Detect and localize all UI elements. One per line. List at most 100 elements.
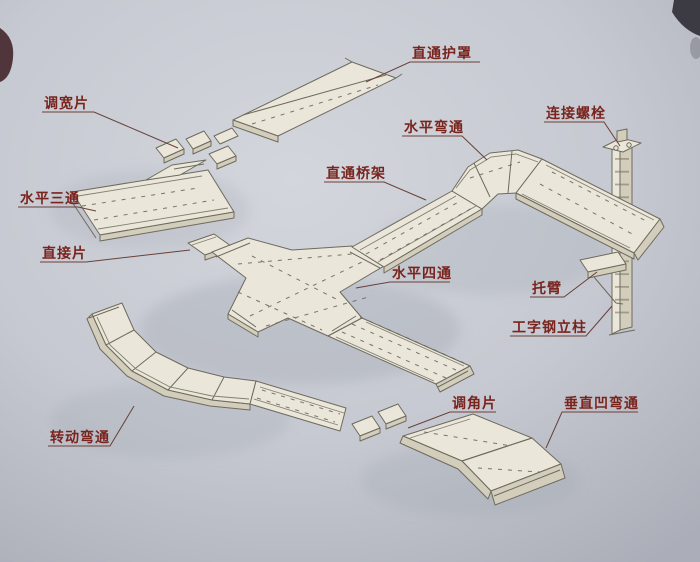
rotating-bend-opening — [88, 306, 120, 319]
tee-rail — [77, 175, 203, 197]
bracket-arm-brace — [615, 302, 624, 305]
tee-opening-line — [67, 195, 97, 239]
right-run-wall — [515, 192, 635, 260]
label-text: 连接螺栓 — [546, 105, 606, 121]
straight-tray-wall — [383, 208, 483, 274]
corner-smudge-left — [0, 28, 14, 82]
bend-seam — [507, 150, 513, 194]
tee-wall — [99, 211, 235, 242]
label-bracket-arm: 托臂 — [530, 271, 598, 298]
bottom-run-dash — [261, 389, 341, 415]
label-horizontal-tee: 水平三通 — [18, 190, 97, 212]
leader-line — [402, 135, 488, 161]
leader-line — [545, 411, 638, 449]
cover-tab — [344, 57, 353, 63]
label-text: 水平四通 — [392, 265, 452, 281]
right-run-rail — [545, 164, 655, 221]
bottom-run-tray — [249, 380, 347, 432]
rotating-bend-seam — [105, 329, 135, 346]
width-adjust-pieces — [155, 130, 237, 170]
leader-line — [365, 61, 480, 83]
cover-clamp — [213, 127, 239, 145]
cover-tab — [395, 73, 403, 79]
width-piece-wall — [192, 140, 212, 155]
labels-layer: 直通护罩 调宽片 水平三通 直接片 水平弯通 连接螺栓 直通桥架 水平四通 — [18, 45, 639, 449]
right-run-dash — [539, 183, 637, 237]
straight-tray-rail — [359, 195, 457, 251]
leader-line — [530, 271, 598, 298]
leader-line — [407, 411, 496, 429]
rotating-bend-rail — [96, 316, 250, 400]
cross-opening-line — [349, 251, 381, 269]
label-direct-piece: 直接片 — [40, 245, 191, 263]
label-text: 垂直凹弯通 — [564, 395, 639, 411]
tee-dash — [93, 199, 215, 221]
label-i-beam-column: 工字钢立柱 — [510, 305, 613, 337]
straight-tray-dash — [365, 199, 463, 255]
cross-opening-line — [331, 315, 357, 332]
cover-dash — [251, 84, 379, 125]
bend-rail — [455, 153, 539, 189]
width-piece-wall — [216, 155, 237, 170]
label-text: 直通护罩 — [412, 45, 472, 61]
leader-line — [40, 249, 191, 263]
horizontal-tee-part — [67, 159, 235, 242]
leader-line — [324, 181, 427, 201]
right-run-rail — [521, 193, 631, 249]
tee-rail — [97, 207, 229, 230]
cross-opening-line — [231, 309, 257, 328]
label-connecting-bolt: 连接螺栓 — [544, 105, 621, 147]
label-text: 直接片 — [42, 245, 87, 261]
bolt-icon — [613, 145, 619, 151]
direct-piece-rail — [191, 236, 217, 246]
bottom-run-rail — [253, 398, 339, 426]
label-width-adjust-piece: 调宽片 — [42, 95, 179, 149]
label-vertical-concave-bend: 垂直凹弯通 — [545, 395, 639, 449]
straight-tray-part — [351, 190, 483, 274]
branch-rail — [335, 336, 435, 382]
cross-dash — [265, 295, 373, 327]
vbend-end-line — [493, 469, 561, 497]
width-piece-wall — [163, 148, 185, 164]
leader-line — [42, 111, 179, 149]
horizontal-cross-part — [211, 237, 385, 338]
bracket-arm-part — [579, 251, 627, 305]
leader-line — [355, 281, 450, 289]
straight-tray-dash — [379, 207, 473, 261]
leader-line — [544, 121, 621, 147]
vbend-rail — [409, 418, 471, 439]
angle-piece-wall — [359, 427, 381, 442]
branch-rail — [365, 321, 465, 367]
right-run-dash — [551, 171, 649, 223]
tee-arm-opening — [173, 163, 205, 170]
label-straight-cover: 直通护罩 — [365, 45, 480, 83]
label-horizontal-cross: 水平四通 — [355, 265, 452, 289]
vbend-fold-line — [461, 437, 533, 462]
leader-line — [510, 305, 613, 337]
label-straight-tray: 直通桥架 — [324, 165, 427, 201]
column-top-stub — [616, 128, 628, 143]
label-horizontal-bend: 水平弯通 — [402, 119, 488, 161]
bracket-arm-wall — [587, 263, 627, 279]
cross-dash — [251, 255, 339, 301]
corner-smudge-small — [690, 37, 700, 59]
corner-smudge-right — [672, 0, 700, 36]
angle-piece-wall — [385, 415, 407, 430]
label-angle-adjust-piece: 调角片 — [407, 395, 497, 429]
label-text: 水平三通 — [20, 190, 80, 206]
photo-artifacts — [0, 0, 700, 82]
label-text: 直通桥架 — [326, 165, 386, 181]
label-text: 转动弯通 — [50, 429, 110, 445]
right-run-tray — [515, 158, 665, 261]
bend-seam — [473, 162, 491, 198]
vertical-concave-bend-part — [399, 413, 566, 506]
rotating-bend-seam — [167, 367, 189, 391]
bracket-arm-brace — [593, 276, 617, 304]
label-text: 调角片 — [452, 395, 497, 411]
label-rotating-bend: 转动弯通 — [48, 405, 135, 447]
leader-line — [48, 405, 135, 447]
label-text: 托臂 — [532, 280, 562, 296]
label-text: 水平弯通 — [404, 119, 464, 135]
